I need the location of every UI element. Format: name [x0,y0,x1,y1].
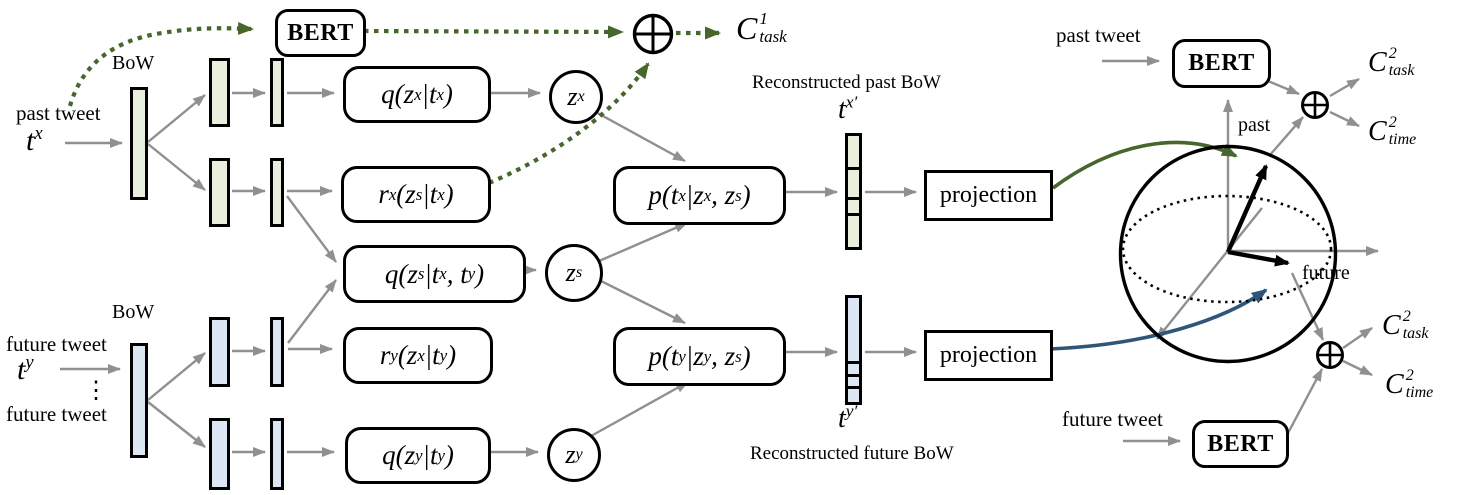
right-past-tweet-label: past tweet [1056,23,1141,47]
dotted-bert-to-oplus [363,25,624,39]
sphere-axis-diagonal [1156,207,1263,340]
oplus-icon-top [632,13,674,55]
c1-task-sub: task [759,26,787,46]
arrow-bert-to-oplus-bot [1285,368,1324,436]
bert-box-right-top: BERT [1172,39,1271,88]
past-tweet-label: past tweet [16,101,101,125]
c2-time-top-base: C [1368,115,1387,147]
c2-time-top-sup: 2 [1388,114,1397,131]
arrow-zs-to-pty [598,278,686,325]
arrow-oplus-to-c2task-bot [1342,327,1373,349]
arrow-oplus-to-c2time-top [1329,110,1360,128]
c2-task-bot-sub: task [1402,324,1429,342]
c2-task-bot-base: C [1382,309,1401,341]
arrow-zs-to-ptx [598,221,688,263]
sphere-future-axis-label: future [1302,262,1350,284]
sphere-outline [1118,144,1338,364]
recon-future-bar-label: ty′ [838,401,858,434]
bow-bar-future [130,343,148,458]
dotted-green-paths [67,21,721,185]
arrow-vector-to-oplus-top [1269,116,1304,156]
c2-task-top-sub: task [1388,61,1415,79]
future-tweet-label-2: future tweet [6,402,107,426]
arrow-bow-split-1 [147,94,206,143]
bert-box-right-bottom: BERT [1192,420,1289,468]
c1-task-sup: 1 [759,9,768,28]
enc-bar-past-1 [209,58,230,127]
arrow-zy-to-pty [590,380,689,438]
c2-task-top-sup: 2 [1388,45,1397,62]
arrow-sphere-to-oplus-bot [1290,272,1325,341]
arrow-future-to-qzs [287,279,337,344]
gray-flow-arrows [60,56,1379,457]
bow-future-label: BoW [112,301,155,323]
c2-time-bot-sub: time [1405,383,1434,401]
bow-bar-past [130,87,148,200]
recon-future-caption: Reconstructed future BoW [750,443,954,464]
sphere-equator [1121,194,1333,304]
recon-future-bar [845,295,862,405]
enc-bar-past-2 [209,158,230,227]
recon-past-bar [845,133,862,250]
enc-thin-bar-past-2 [270,158,284,227]
projection-box-bottom: projection [924,330,1053,381]
bert-box-top: BERT [275,9,366,57]
dotted-pasttweet-to-bert [67,21,254,107]
arrow-bowf-split-2 [147,401,206,448]
arrow-oplus-to-c2time-bot [1342,359,1373,377]
c1-task-base: C [736,9,758,46]
past-vector [1225,164,1269,253]
arrow-bow-split-2 [147,143,206,191]
c2-task-bot-sup: 2 [1402,308,1411,325]
oplus-icon-right-top [1301,91,1329,119]
vertical-dots: ⋮ [84,378,108,404]
enc-bar-future-2 [209,418,230,490]
future-tweet-label-1: future tweet [6,332,107,356]
recon-past-bar-label: tx′ [838,92,858,125]
enc-bar-future-1 [209,317,230,387]
oplus-icon-right-bottom [1316,341,1344,369]
arrow-oplus-to-c2task-top [1329,77,1360,98]
past-input-symbol: tx [26,123,43,157]
c2-task-top-base: C [1368,46,1387,78]
future-vector [1227,249,1290,267]
bow-past-label: BoW [112,52,155,74]
arrow-bert-to-oplus-top [1267,79,1300,96]
sphere-past-axis-label: past [1238,114,1271,136]
future-input-symbol: ty [17,352,34,386]
projection-box-top: projection [924,170,1053,221]
recon-past-caption: Reconstructed past BoW [752,72,941,93]
blue-transport-curve [1048,288,1268,351]
enc-thin-bar-future-1 [270,317,284,387]
c2-time-bot-sup: 2 [1405,367,1414,384]
enc-thin-bar-past-1 [270,58,284,127]
arrow-past-to-qzs [286,195,337,263]
enc-thin-bar-future-2 [270,418,284,490]
arrow-zx-to-ptx [591,108,686,163]
c2-time-bot-base: C [1385,368,1404,400]
sphere [1118,144,1338,364]
c2-time-top-sub: time [1388,130,1417,148]
right-future-tweet-label: future tweet [1062,407,1163,431]
arrow-bowf-split-1 [147,352,206,401]
